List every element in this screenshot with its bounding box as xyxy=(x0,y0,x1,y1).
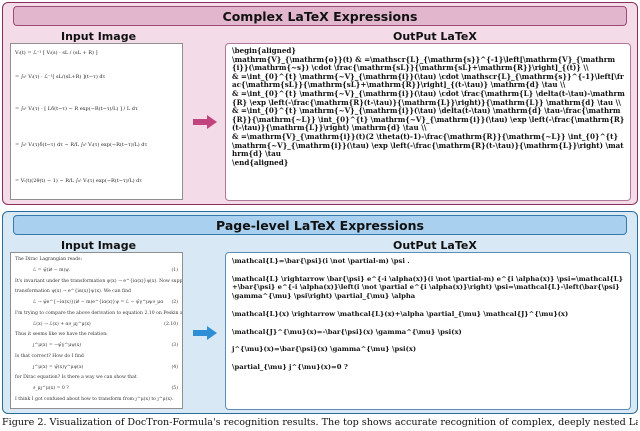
equation-number: (2.10) xyxy=(164,321,178,327)
latex-line: \mathcal{L} \rightarrow \bar{\psi} e^{-i… xyxy=(232,274,623,300)
figure-caption: Figure 2. Visualization of DocTron-Formu… xyxy=(2,417,638,428)
equation-number: (1) xyxy=(171,267,178,273)
input-page-line: ȷ^μ(x) = ψ̄(x)γ^μψ(x) xyxy=(33,364,84,370)
input-image-label: Input Image xyxy=(61,30,137,43)
latex-line: \mathcal{L}=\bar{\psi}(i \not \partial-m… xyxy=(232,257,410,265)
input-page-image: The Dirac Lagrangian reads: ℒ = ψ̄(i∂̸ − … xyxy=(10,252,183,409)
latex-line: \mathrm{V}_{\mathrm{o}}(t) & =\mathscr{L… xyxy=(232,54,616,73)
equation-number: (3) xyxy=(171,343,178,349)
input-page-line: Thus it seems like we have the relation: xyxy=(15,332,108,338)
input-image: Vₗ(t) = ℒ⁻¹ [ Vᵢ(s) · sL / (sL + R) ] = … xyxy=(10,43,183,200)
output-latex-text: \begin{aligned} \mathrm{V}_{\mathrm{o}}(… xyxy=(226,44,630,167)
latex-line: \begin{aligned} xyxy=(232,46,296,55)
input-equation-line: = ∫₀ᵗ Vᵢ(τ) · [ Lδ(t−τ) − R exp(−R(t−τ)/… xyxy=(15,106,138,112)
input-equation-line: = ∫₀ᵗ Vᵢ(τ) · ℒ⁻¹[ sL/(sL+R) ](t−τ) dτ xyxy=(15,74,106,80)
latex-line: \partial_{\mu} j^{\mu}(x)=0 ? xyxy=(232,363,348,372)
panel-title: Complex LaTeX Expressions xyxy=(13,6,627,26)
panel-title: Page-level LaTeX Expressions xyxy=(13,215,627,235)
latex-line: & =\int_{0}^{t} \mathrm{~V}_{\mathrm{i}}… xyxy=(232,106,625,133)
latex-line: & =\int_{0}^{t} \mathrm{~V}_{\mathrm{i}}… xyxy=(232,88,625,107)
input-equation-line: = ∫₀ᵗ Vᵢ(τ)δ(t−τ) dτ − R/L ∫₀ᵗ Vᵢ(τ) exp… xyxy=(15,142,148,148)
latex-line: \end{aligned} xyxy=(232,157,289,167)
latex-line: & =\int_{0}^{t} \mathrm{~V}_{\mathrm{i}}… xyxy=(232,71,624,90)
page-latex-panel: Page-level LaTeX Expressions Input Image… xyxy=(2,211,638,414)
input-page-line: ℒ → ψ̄e^{−iα(x)}(i∂̸ − m)e^{iα(x)}ψ = ℒ … xyxy=(33,300,164,305)
latex-line: j^{\mu}(x)=\bar{\psi}(x) \gamma^{\mu} \p… xyxy=(232,345,417,354)
input-page-line: for Dirac equation? Is there a way we ca… xyxy=(15,375,137,381)
equation-number: (5) xyxy=(171,386,178,392)
right-arrow-icon xyxy=(193,326,217,340)
input-page-line: transformation ψ(x) → e^{iα(x)}ψ(x). We … xyxy=(15,289,131,295)
output-latex-box: \begin{aligned} \mathrm{V}_{\mathrm{o}}(… xyxy=(225,43,631,201)
equation-number: (4) xyxy=(171,364,178,370)
latex-line: \mathcal{J}^{\mu}(x)=-\bar{\psi}(x) \gam… xyxy=(232,327,462,336)
output-latex-label: OutPut LaTeX xyxy=(393,30,477,43)
input-page-line: ∂_μȷ^μ(x) = 0 ? xyxy=(33,386,69,392)
input-page-line: The Dirac Lagrangian reads: xyxy=(15,257,83,262)
input-equation-line: = Vᵢ(t)(2θ(t) − 1) − R/L ∫₀ᵗ Vᵢ(τ) exp(−… xyxy=(15,178,143,184)
input-page-line: ℒ = ψ̄(i∂̸ − m)ψ. xyxy=(33,267,71,273)
output-latex-box: \mathcal{L}=\bar{\psi}(i \not \partial-m… xyxy=(225,252,631,410)
output-latex-text: \mathcal{L}=\bar{\psi}(i \not \partial-m… xyxy=(226,253,630,372)
equation-number: (2) xyxy=(171,300,178,305)
latex-line: & =\mathrm{V}_{\mathrm{i}}(t)(2 \theta(t… xyxy=(232,131,624,159)
input-equation-line: Vₗ(t) = ℒ⁻¹ [ Vᵢ(s) · sL / (sL + R) ] xyxy=(15,50,98,56)
right-arrow-icon xyxy=(193,115,217,129)
latex-line: \mathcal{L}(x) \rightarrow \mathcal{L}(x… xyxy=(232,309,569,318)
input-image-label: Input Image xyxy=(61,239,137,252)
input-page-line: I'm trying to compare the above derivati… xyxy=(15,310,183,316)
input-page-line: Is that correct? How do I find xyxy=(15,353,84,359)
output-latex-label: OutPut LaTeX xyxy=(393,239,477,252)
input-page-line: ȷ^μ(x) = −ψ̄γ^μψ(x) xyxy=(33,343,82,349)
complex-latex-panel: Complex LaTeX Expressions Input Image Ou… xyxy=(2,2,638,205)
input-page-line: I think I got confused about how to tran… xyxy=(15,396,174,402)
input-page-line: It's invariant under the transformation … xyxy=(15,278,183,284)
input-page-line: ℒ(x) → ℒ(x) + α∂_μȷ^μ(x) xyxy=(33,321,91,327)
